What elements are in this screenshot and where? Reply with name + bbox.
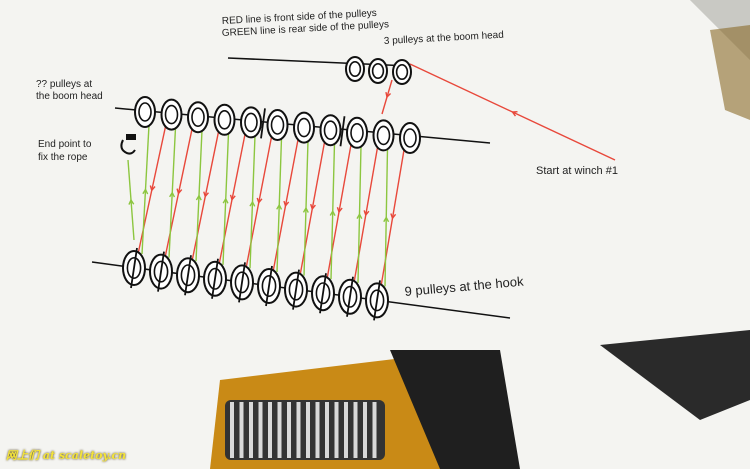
green-rope-segment <box>383 148 390 287</box>
pulley <box>399 122 421 154</box>
drum-stripe <box>363 402 367 458</box>
pulley <box>345 56 365 82</box>
drum-stripe <box>315 402 320 458</box>
label-end-point-1: End point to <box>38 139 92 150</box>
green-rope-segment <box>329 143 336 280</box>
watermark: 网上们 at scaletoy.cn <box>6 449 127 462</box>
pulley <box>293 111 315 144</box>
green-rope-segment <box>222 132 230 265</box>
green-rope-segment <box>141 124 150 255</box>
drum-stripe <box>258 402 263 458</box>
pulley-divider <box>260 108 266 139</box>
pulley <box>266 109 289 141</box>
green-rope-segment <box>195 130 203 262</box>
drum-stripe <box>306 402 310 458</box>
green-rope-segment <box>127 159 135 241</box>
pulley-divider <box>339 116 346 147</box>
label-end-point-2: fix the rope <box>38 152 88 163</box>
drum-stripe <box>249 402 253 458</box>
pulley-divider <box>373 280 381 321</box>
drum-stripe <box>344 402 348 458</box>
pulley-divider <box>157 251 165 292</box>
drum-stripe <box>268 402 272 458</box>
pulley-divider <box>292 269 300 310</box>
pulley <box>187 101 209 134</box>
red-rope-segment <box>409 63 616 161</box>
pulley-group-hook <box>122 247 389 321</box>
drum-stripe <box>334 402 339 458</box>
drum-stripe <box>372 402 377 458</box>
green-rope-segment <box>249 135 256 269</box>
end-point-hook-icon <box>120 134 136 155</box>
drum-stripe <box>239 402 244 458</box>
green-rope-segment <box>276 137 283 273</box>
crane-model-shadow <box>390 350 520 469</box>
drum-stripe <box>325 402 329 458</box>
boom-photo-fragment <box>600 330 750 420</box>
pulley-group-boom-head-small <box>345 56 412 85</box>
pulley <box>346 116 368 149</box>
pulley-divider <box>346 276 354 317</box>
drum-stripe <box>287 402 291 458</box>
crane-drums <box>225 400 385 460</box>
label-start-winch: Start at winch #1 <box>536 165 618 177</box>
red-rope-segment <box>381 79 393 115</box>
ropes <box>127 63 616 287</box>
label-boom-head-big-1: ?? pulleys at <box>36 79 92 90</box>
drum-stripe <box>296 402 301 458</box>
pulley-divider <box>319 273 327 314</box>
drum-stripe <box>230 402 234 458</box>
pulley-divider <box>130 247 138 289</box>
pulley <box>240 106 262 139</box>
green-rope-segment <box>168 127 177 258</box>
pulley-divider <box>184 255 192 296</box>
pulley <box>319 114 342 147</box>
pulley-group-boom-head-big <box>134 96 421 154</box>
drum-stripe <box>353 402 358 458</box>
green-rope-segment <box>302 140 309 276</box>
pulley <box>134 96 156 128</box>
pulley-divider <box>265 265 273 307</box>
pulley <box>213 103 236 136</box>
pulley <box>160 98 183 131</box>
pulley-divider <box>211 258 219 299</box>
pulley <box>368 58 388 84</box>
pulley <box>392 59 412 85</box>
green-rope-segment <box>356 145 363 283</box>
pulley <box>372 119 395 152</box>
pulley-divider <box>238 262 246 303</box>
label-boom-head-big-2: the boom head <box>36 91 103 102</box>
drum-stripe <box>277 402 282 458</box>
crane-photo-fragment <box>710 25 750 120</box>
